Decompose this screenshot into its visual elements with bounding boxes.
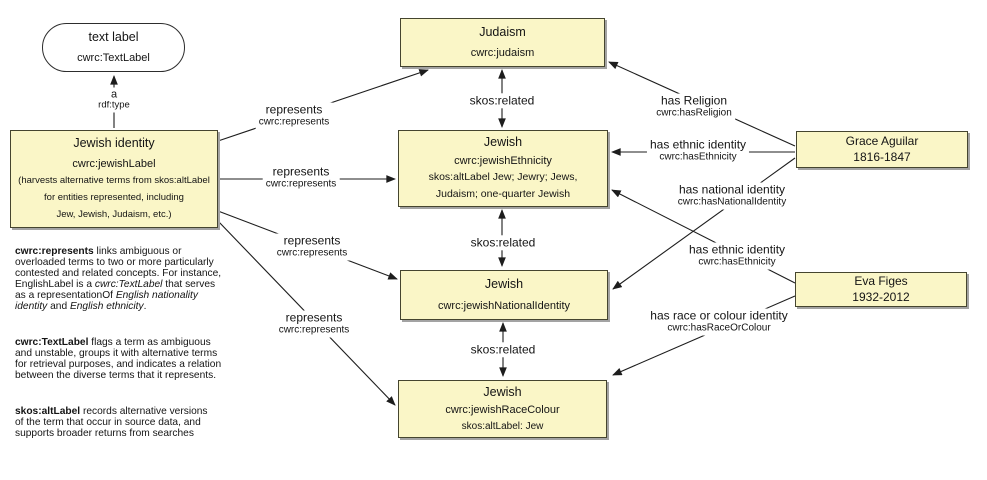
node-judaism: Judaism cwrc:judaism [400, 18, 605, 67]
node-subtitle: cwrc:jewishLabel [72, 157, 156, 170]
node-note: skos:altLabel Jew; Jewry; Jews, [428, 171, 578, 184]
node-grace-aguilar: Grace Aguilar 1816-1847 [796, 131, 968, 168]
edge-label-represents-race-colour: represents cwrc:represents [275, 310, 353, 338]
edge-label-skos-related-national-race: skos:related [467, 342, 539, 358]
node-title: Jewish [483, 135, 523, 150]
edge-label-skos-related-ethnicity-national: skos:related [467, 235, 539, 251]
edge-has-national-identity [612, 157, 796, 290]
note-line: EnglishLabel is a cwrc:TextLabel that se… [15, 279, 216, 290]
note-line: between the diverse terms that it repres… [15, 370, 217, 381]
edge-label-subtext: cwrc:represents [276, 247, 348, 259]
node-note: Jew, Jewish, Judaism, etc.) [56, 209, 172, 221]
edge-label-text: skos:related [470, 342, 536, 357]
edge-label-text: has ethnic identity [688, 242, 786, 257]
note-line: contested and related concepts. For inst… [15, 268, 222, 279]
note-line: cwrc:TextLabel flags a term as ambiguous [15, 337, 211, 348]
edge-label-text: has Religion [660, 93, 728, 108]
node-note: for entities represented, including [44, 192, 184, 204]
note-line: cwrc:represents links ambiguous or [15, 246, 182, 257]
edge-label-text: has national identity [678, 182, 786, 197]
edge-label-represents-judaism: represents cwrc:represents [255, 102, 333, 130]
node-note: (harvests alternative terms from skos:al… [18, 175, 210, 187]
edge-label-skos-related-judaism-ethnicity: skos:related [466, 93, 538, 109]
edge-label-subtext: cwrc:represents [278, 324, 350, 336]
note-line: skos:altLabel records alternative versio… [15, 406, 208, 417]
edge-label-subtext: cwrc:represents [265, 178, 337, 190]
node-title: Jewish [483, 384, 522, 399]
note-line: of the term that occur in source data, a… [15, 417, 201, 428]
node-jewish-race-colour: Jewish cwrc:jewishRaceColour skos:altLab… [398, 380, 607, 438]
edge-label-text: represents [283, 233, 341, 248]
note-line: as a representationOf English nationalit… [15, 290, 198, 301]
node-eva-figes: Eva Figes 1932-2012 [795, 272, 967, 307]
node-text-label: text label cwrc:TextLabel [42, 23, 185, 72]
edge-label-has-ethnic-identity-eva: has ethnic identity cwrc:hasEthnicity [685, 242, 789, 270]
note-line: and unstable, groups it with alternative… [15, 348, 218, 359]
edge-label-text: skos:related [470, 235, 536, 250]
edge-label-has-ethnic-identity-grace: has ethnic identity cwrc:hasEthnicity [646, 137, 750, 165]
edge-label-subtext: cwrc:hasRaceOrColour [667, 322, 771, 334]
node-title: Jewish identity [73, 136, 155, 151]
edge-label-text: skos:related [469, 93, 535, 108]
note-line: identity and English ethnicity. [15, 301, 147, 312]
note-line: for retrieval purposes, and indicates a … [15, 359, 222, 370]
node-note: skos:altLabel: Jew [461, 421, 544, 433]
edge-label-text: has ethnic identity [649, 137, 747, 152]
edge-label-text: has race or colour identity [650, 308, 788, 323]
node-subtitle: 1932-2012 [852, 289, 910, 304]
note-paragraph: cwrc:TextLabel flags a term as ambiguous… [15, 337, 221, 381]
node-subtitle: cwrc:jewishRaceColour [445, 404, 560, 417]
node-subtitle: cwrc:jewishNationalIdentity [437, 299, 571, 312]
edge-label-represents-national-identity: represents cwrc:represents [273, 233, 351, 261]
edge-label-text: represents [272, 164, 330, 179]
note-line: overloaded terms to two or more particul… [15, 257, 214, 268]
node-jewish-ethnicity: Jewish cwrc:jewishEthnicity skos:altLabe… [398, 130, 608, 207]
edge-label-subtext: cwrc:represents [258, 116, 330, 128]
edge-label-text: a [110, 88, 118, 101]
edge-label-subtext: cwrc:hasNationalIdentity [677, 196, 787, 208]
node-title: text label [88, 30, 139, 45]
edge-label-subtext: cwrc:hasEthnicity [698, 256, 776, 268]
node-jewish-identity: Jewish identity cwrc:jewishLabel (harves… [10, 130, 218, 228]
node-subtitle: 1816-1847 [853, 149, 911, 164]
node-note: Judaism; one-quarter Jewish [435, 188, 571, 201]
node-title: Jewish [484, 277, 524, 292]
edge-label-subtext: cwrc:hasEthnicity [659, 151, 737, 163]
node-subtitle: cwrc:TextLabel [77, 51, 150, 64]
edge-label-has-national-identity: has national identity cwrc:hasNationalId… [674, 182, 790, 210]
node-title: Judaism [479, 25, 526, 40]
edge-label-text: represents [285, 310, 343, 325]
note-paragraph: skos:altLabel records alternative versio… [15, 406, 221, 439]
edge-label-represents-ethnicity: represents cwrc:represents [262, 164, 340, 192]
edge-label-subtext: cwrc:hasReligion [656, 107, 732, 119]
edge-label-rdf-type: a rdf:type [95, 87, 133, 113]
edge-label-text: represents [265, 102, 323, 117]
node-subtitle: cwrc:judaism [470, 46, 535, 59]
note-line: supports broader returns from searches [15, 428, 194, 439]
node-jewish-national-identity: Jewish cwrc:jewishNationalIdentity [400, 270, 608, 320]
node-title: Eva Figes [854, 274, 908, 289]
node-title: Grace Aguilar [845, 133, 919, 148]
edge-label-has-race-or-colour: has race or colour identity cwrc:hasRace… [647, 308, 791, 336]
edge-label-has-religion: has Religion cwrc:hasReligion [653, 93, 735, 121]
edge-label-subtext: rdf:type [98, 99, 130, 111]
node-subtitle: cwrc:jewishEthnicity [454, 155, 552, 168]
